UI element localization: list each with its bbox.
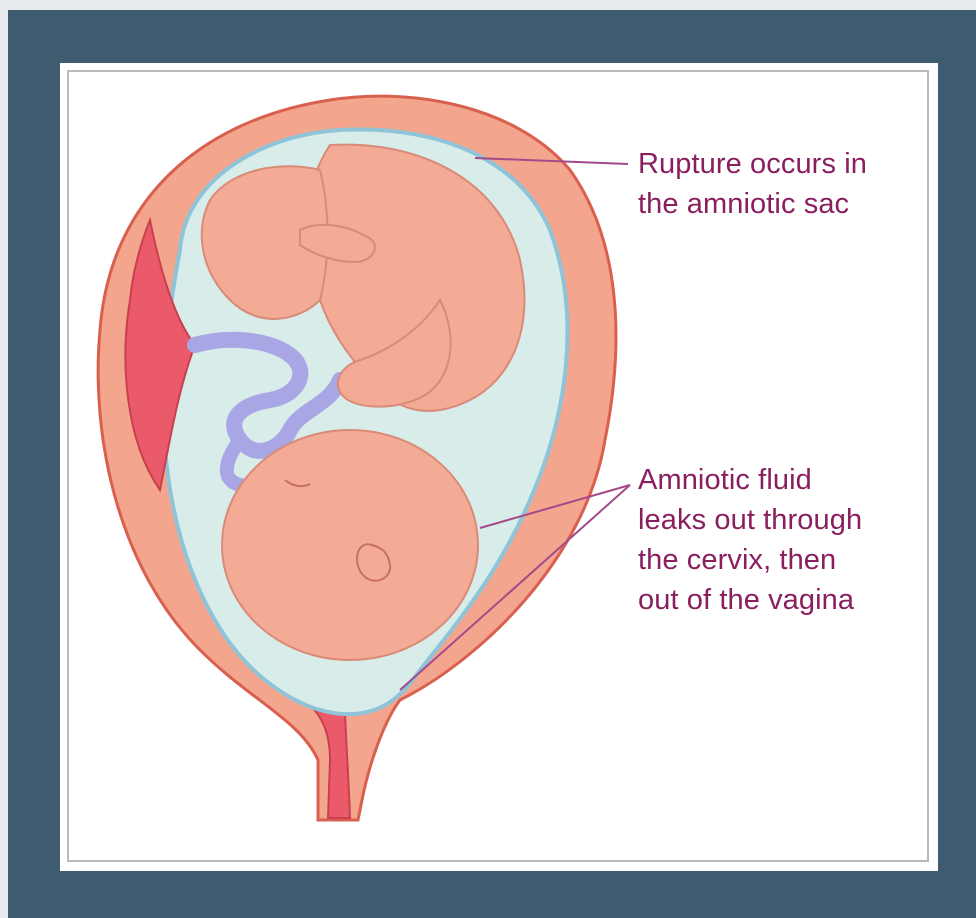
fetus-head — [222, 430, 478, 660]
fluid-label-line-2: leaks out through — [638, 500, 862, 540]
fluid-label-line-3: the cervix, then — [638, 540, 862, 580]
fluid-label-line-4: out of the vagina — [638, 580, 862, 620]
rupture-label: Rupture occurs in the amniotic sac — [638, 144, 867, 224]
fluid-label-line-1: Amniotic fluid — [638, 460, 862, 500]
fluid-label: Amniotic fluid leaks out through the cer… — [638, 460, 862, 620]
rupture-label-line-2: the amniotic sac — [638, 184, 867, 224]
rupture-label-line-1: Rupture occurs in — [638, 144, 867, 184]
